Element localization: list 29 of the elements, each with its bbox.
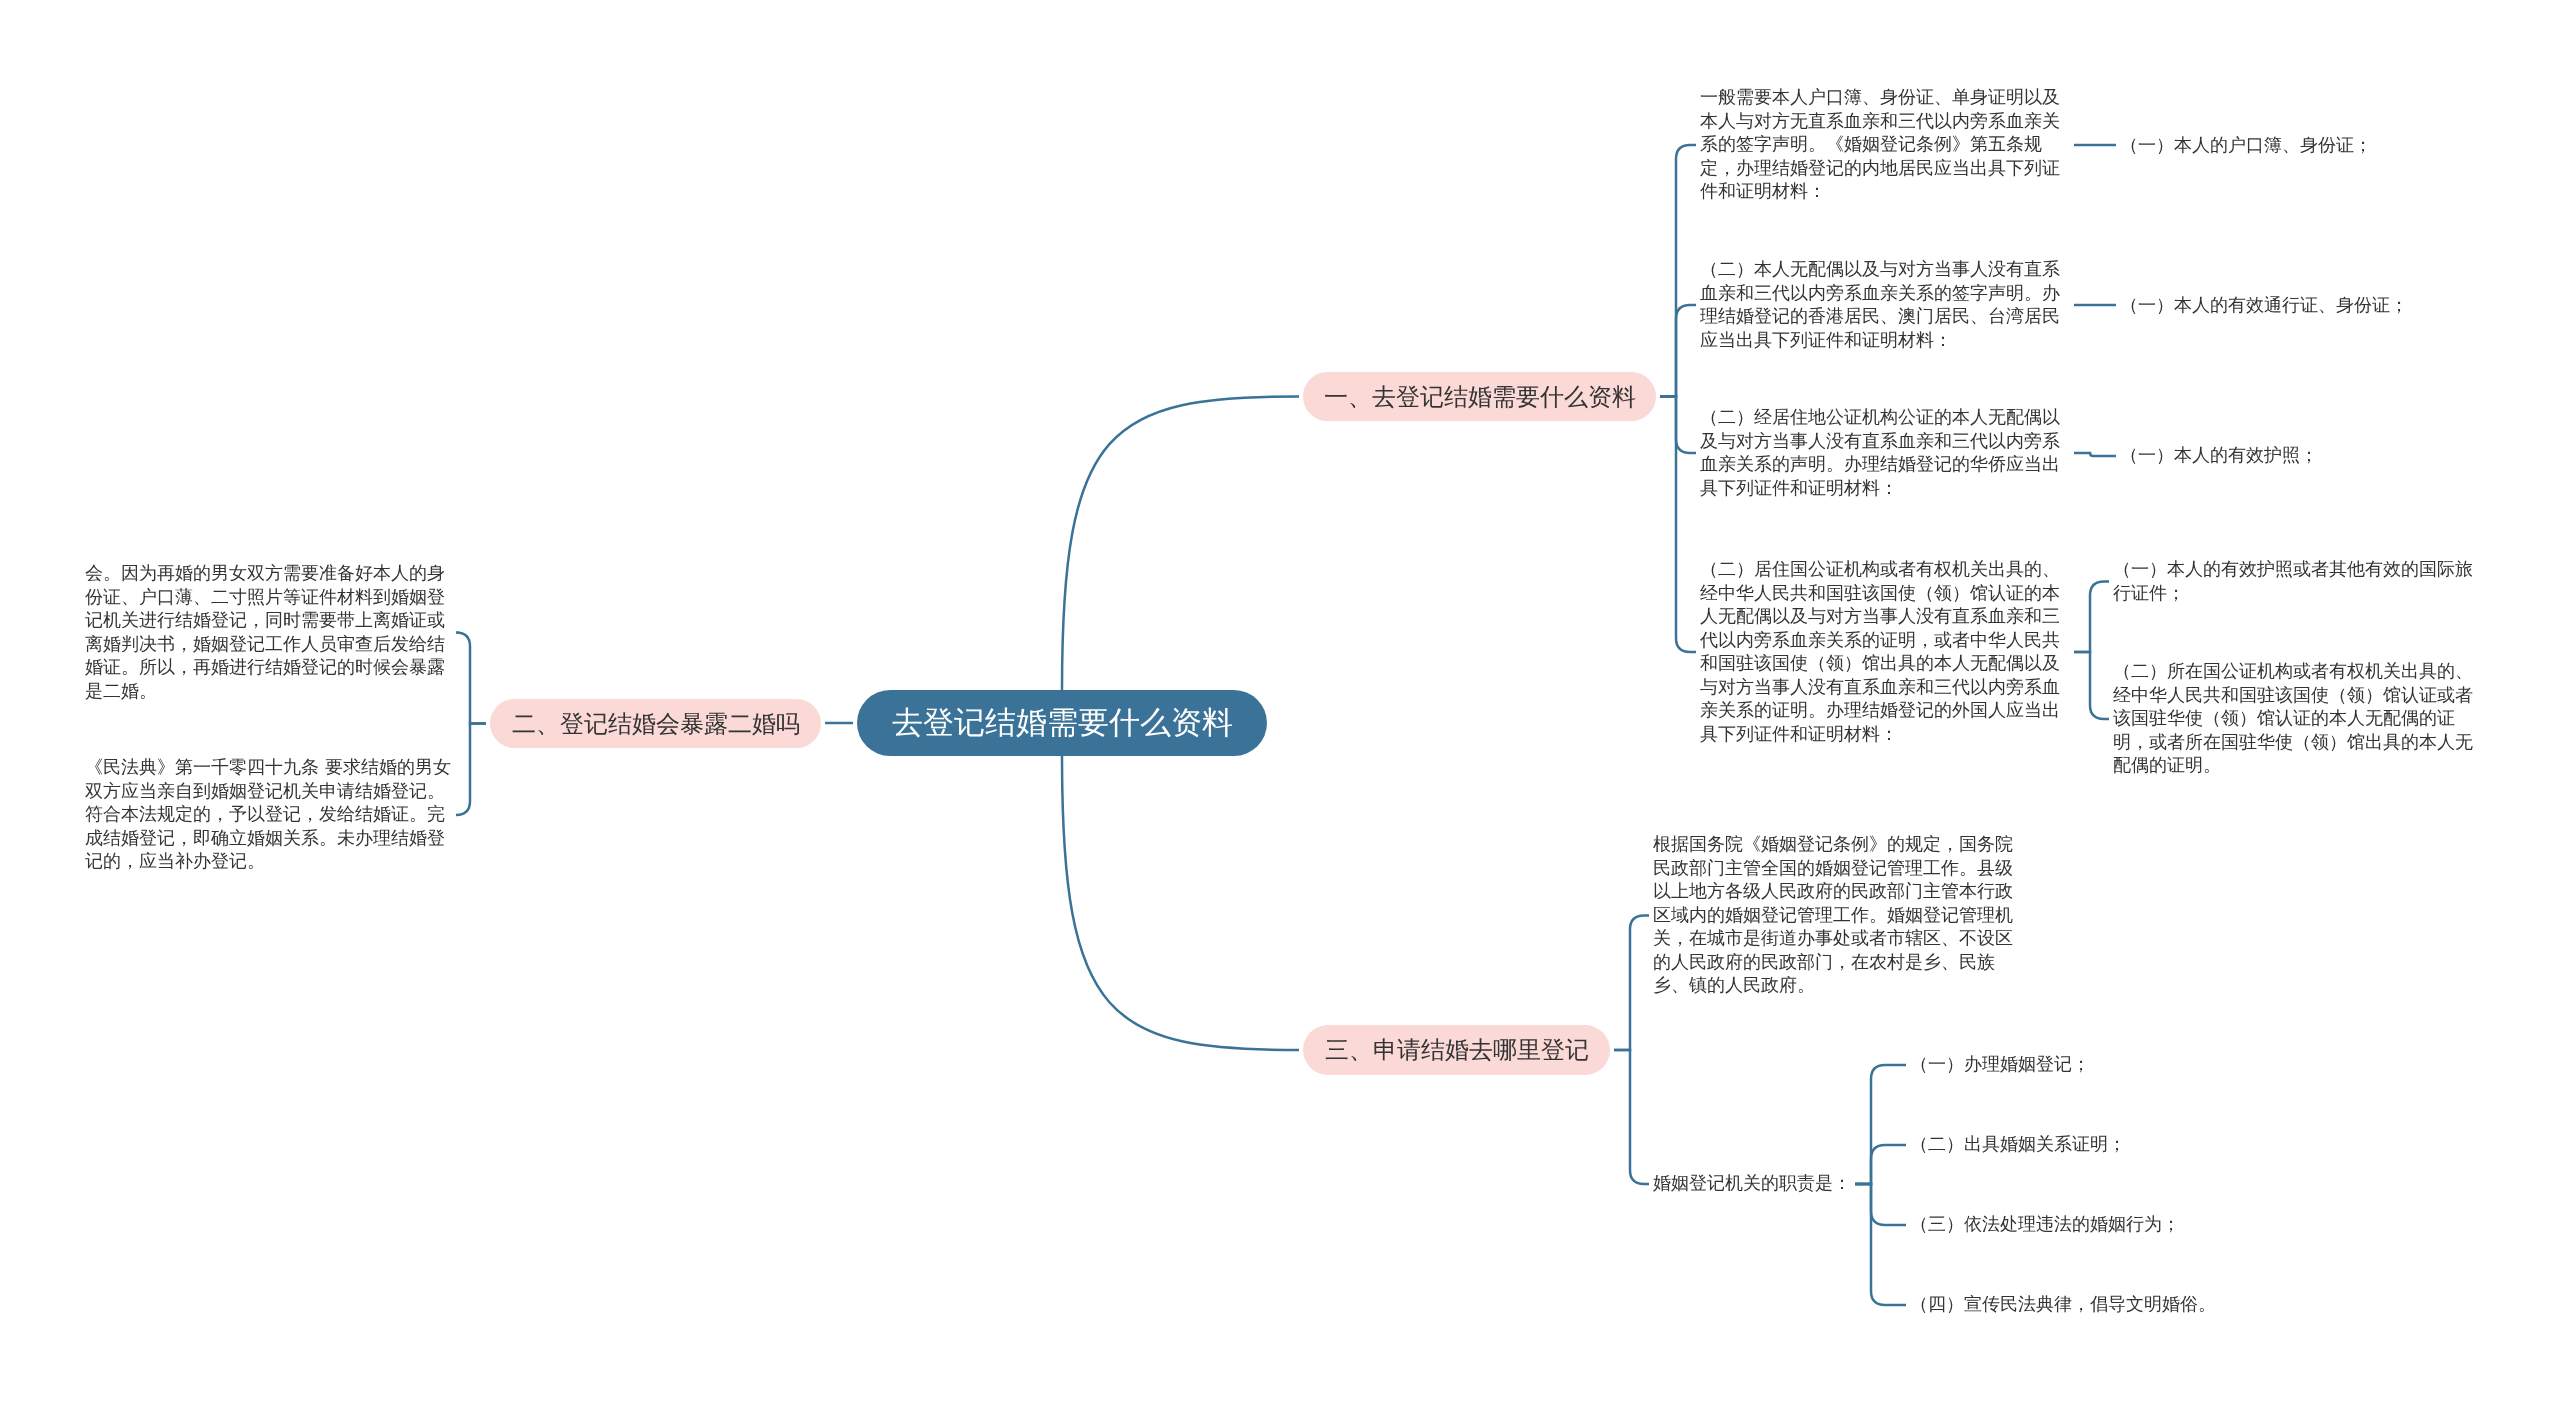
connector-line	[825, 721, 853, 725]
topic-text: 《民法典》第一千零四十九条 要求结婚的男女双方应当亲自到婚姻登记机关申请结婚登记。符合本法规定的，予以登记，发给结婚证。完成结婚登记，即确立婚姻关系。未办理结婚登记的，应当补办登记。	[85, 756, 455, 874]
topic-pill: 二、登记结婚会暴露二婚吗	[490, 699, 821, 748]
connector-line	[2074, 303, 2116, 307]
connector-line	[2074, 451, 2116, 458]
topic-text: （三）依法处理违法的婚姻行为；	[1910, 1213, 2180, 1237]
topic-pill: 三、申请结婚去哪里登记	[1303, 1025, 1610, 1075]
topic-text: （二）所在国公证机构或者有权机关出具的、经中华人民共和国驻该国使（领）馆认证或者该国驻华使（领）馆认证的本人无配偶的证明，或者所在国驻华使（领）馆出具的本人无配偶的证明。	[2113, 660, 2483, 778]
connector-line	[454, 722, 486, 817]
topic-text: 婚姻登记机关的职责是：	[1653, 1172, 1851, 1196]
topic-text: （二）出具婚姻关系证明；	[1910, 1133, 2126, 1157]
topic-text: （二）居住国公证机构或者有权机关出具的、经中华人民共和国驻该国使（领）馆认证的本人无配偶以及与对方当事人没有直系血亲和三代以内旁系血亲关系的证明，或者中华人民共和国驻该国使（领）馆出具的本人无配偶以及与对方当事人没有直系血亲和三代以内旁系血亲关系的证明。办理结婚登记的外国人应当出具下列证件和证明材料：	[1700, 558, 2070, 746]
topic-text: （一）本人的户口簿、身份证；	[2120, 134, 2372, 158]
topic-pill: 一、去登记结婚需要什么资料	[1303, 372, 1656, 421]
topic-text: （一）本人的有效护照或者其他有效的国际旅行证件；	[2113, 558, 2483, 605]
topic-text: （二）本人无配偶以及与对方当事人没有直系血亲和三代以内旁系血亲关系的签字声明。办理结婚登记的香港居民、澳门居民、台湾居民应当出具下列证件和证明材料：	[1700, 258, 2070, 352]
topic-text: （四）宣传民法典律，倡导文明婚俗。	[1910, 1293, 2216, 1317]
topic-text: （一）本人的有效护照；	[2120, 444, 2318, 468]
connector-line	[1060, 395, 1300, 691]
topic-text: （一）办理婚姻登记；	[1910, 1053, 2090, 1077]
central-topic: 去登记结婚需要什么资料	[857, 690, 1267, 756]
topic-text: 会。因为再婚的男女双方需要准备好本人的身份证、户口薄、二寸照片等证件材料到婚姻登记机关进行结婚登记，同时需要带上离婚证或离婚判决书，婚姻登记工作人员审查后发给结婚证。所以，再婚进行结婚登记的时候会暴露是二婚。	[85, 562, 455, 703]
connector-line	[2074, 143, 2116, 147]
topic-text: 一般需要本人户口簿、身份证、单身证明以及本人与对方无直系血亲和三代以内旁系血亲关系的签字声明。《婚姻登记条例》第五条规定，办理结婚登记的内地居民应当出具下列证件和证明材料：	[1700, 86, 2070, 204]
topic-text: （二）经居住地公证机构公证的本人无配偶以及与对方当事人没有直系血亲和三代以内旁系血亲关系的声明。办理结婚登记的华侨应当出具下列证件和证明材料：	[1700, 406, 2070, 500]
topic-text: （一）本人的有效通行证、身份证；	[2120, 294, 2408, 318]
topic-text: 根据国务院《婚姻登记条例》的规定，国务院民政部门主管全国的婚姻登记管理工作。县级以上地方各级人民政府的民政部门主管本行政区域内的婚姻登记管理工作。婚姻登记管理机关，在城市是街道办事处或者市辖区、不设区的人民政府的民政部门，在农村是乡、民族乡、镇的人民政府。	[1653, 833, 2023, 998]
connector-line	[1060, 755, 1300, 1052]
connector-line	[1855, 1182, 1906, 1307]
